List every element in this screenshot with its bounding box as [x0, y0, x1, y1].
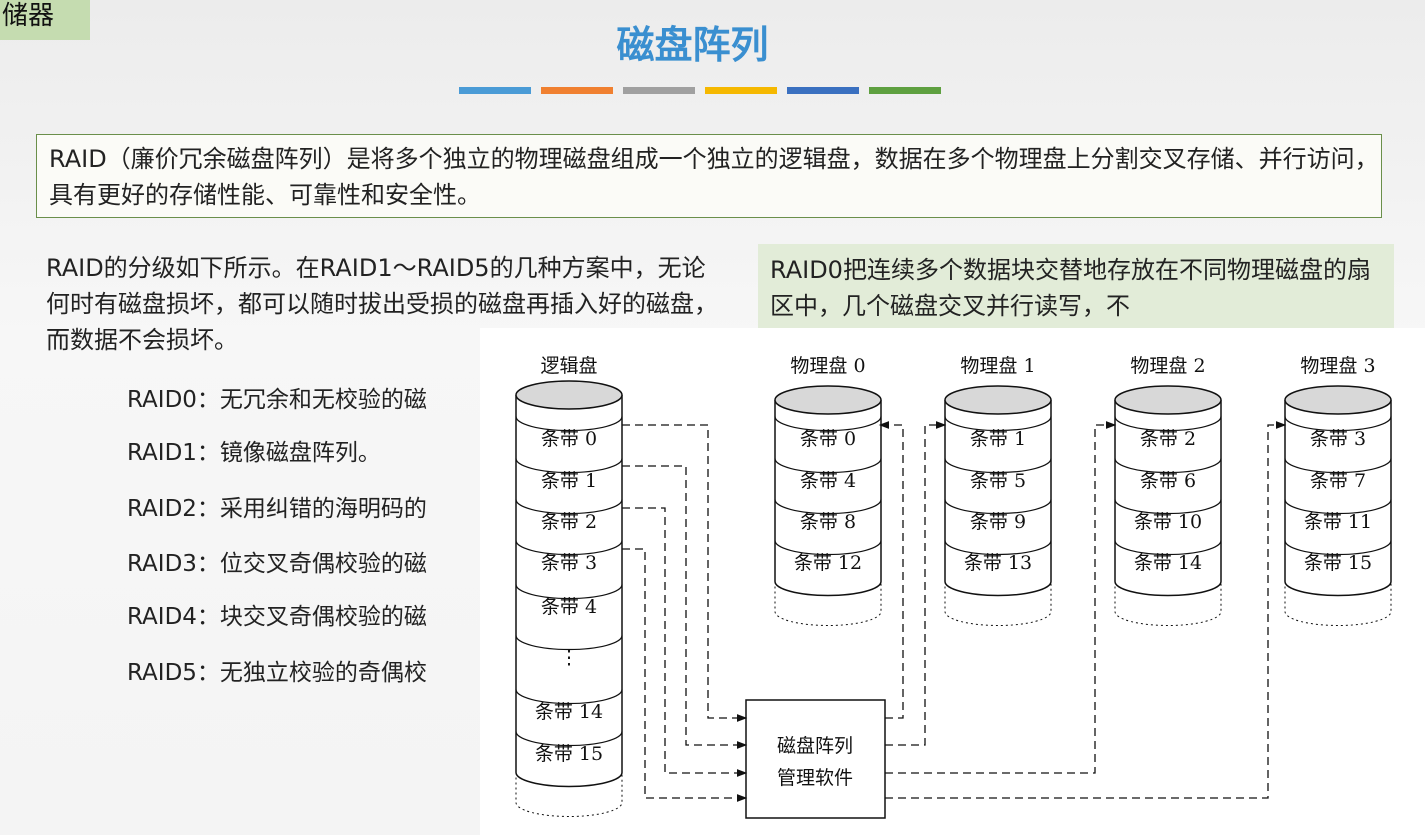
stripe-label: 条带 15 [535, 743, 603, 765]
level-raid1: RAID1：镜像磁盘阵列。 [127, 440, 381, 466]
logical-disk-label: 逻辑盘 [540, 355, 597, 377]
physical-disk-label: 物理盘 2 [1130, 355, 1205, 377]
stripe-label: 条带 2 [1140, 428, 1196, 450]
level-raid4: RAID4：块交叉奇偶校验的磁 [127, 604, 427, 630]
data-flow-arrow [622, 424, 748, 722]
stripe-label: 条带 10 [1134, 511, 1202, 533]
stripe-label: 条带 12 [794, 552, 862, 574]
stripe-label: 条带 14 [535, 701, 603, 723]
manager-label-1: 磁盘阵列 [777, 735, 853, 757]
stripe-label: 条带 11 [1304, 511, 1372, 533]
raid0-note: RAID0把连续多个数据块交替地存放在不同物理磁盘的扇区中，几个磁盘交叉并行读写… [758, 244, 1394, 334]
page-title: 磁盘阵列 [616, 23, 769, 67]
definition-box: RAID（廉价冗余磁盘阵列）是将多个独立的物理磁盘组成一个独立的逻辑盘，数据在多… [36, 134, 1382, 218]
data-flow-arrow [885, 421, 947, 746]
stripe-label: 条带 5 [970, 470, 1026, 492]
data-flow-arrow [885, 421, 1117, 774]
stripe-label: 条带 15 [1304, 552, 1372, 574]
stripe-label: 条带 6 [1140, 470, 1196, 492]
stripe-label: 条带 14 [1134, 552, 1202, 574]
stripe-label: 条带 4 [800, 470, 856, 492]
stripe-label: ⋮ [560, 647, 579, 669]
stripe-label: 条带 8 [800, 511, 856, 533]
stripe-label: 条带 7 [1310, 470, 1366, 492]
stripe-label: 条带 3 [1310, 428, 1366, 450]
stripe-label: 条带 1 [541, 470, 597, 492]
physical-disk-1: 条带 1 条带 5 条带 9 条带 13 [944, 385, 1052, 626]
stripe-label: 条带 13 [964, 552, 1032, 574]
physical-disk-2: 条带 2 条带 6 条带 10 条带 14 [1114, 385, 1222, 626]
physical-disk-3: 条带 3 条带 7 条带 11 条带 15 [1284, 385, 1392, 626]
stripe-label: 条带 3 [541, 552, 597, 574]
section-tag: 储器 [0, 0, 90, 40]
accent-bar [459, 87, 531, 94]
data-flow-arrow [622, 548, 748, 802]
stripe-label: 条带 0 [541, 428, 597, 450]
physical-disk-label: 物理盘 1 [960, 355, 1035, 377]
level-raid0: RAID0：无冗余和无校验的磁 [127, 387, 427, 413]
logical-disk: 条带 0 条带 1 条带 2 条带 3 条带 4 ⋮ 条带 14 条带 15 [515, 380, 623, 817]
level-raid3: RAID3：位交叉奇偶校验的磁 [127, 551, 427, 577]
accent-bar [787, 87, 859, 94]
manager-label-2: 管理软件 [777, 767, 853, 789]
accent-bar [623, 87, 695, 94]
intro-text: RAID的分级如下所示。在RAID1～RAID5的几种方案中，无论何时有磁盘损坏… [46, 254, 718, 354]
stripe-label: 条带 4 [541, 596, 597, 618]
data-flow-arrow [622, 465, 748, 749]
accent-bar [869, 87, 941, 94]
data-flow-arrow [622, 507, 748, 777]
stripe-label: 条带 2 [541, 511, 597, 533]
stripe-label: 条带 9 [970, 511, 1026, 533]
physical-disk-0: 条带 0 条带 4 条带 8 条带 12 [774, 385, 882, 626]
stripe-label: 条带 1 [970, 428, 1026, 450]
physical-disk-label: 物理盘 3 [1300, 355, 1375, 377]
stripe-label: 条带 0 [800, 428, 856, 450]
physical-disk-label: 物理盘 0 [790, 355, 865, 377]
accent-bar [705, 87, 777, 94]
accent-bar [541, 87, 613, 94]
level-raid2: RAID2：采用纠错的海明码的 [127, 496, 427, 522]
level-raid5: RAID5：无独立校验的奇偶校 [127, 660, 427, 686]
array-manager-box [745, 699, 886, 819]
